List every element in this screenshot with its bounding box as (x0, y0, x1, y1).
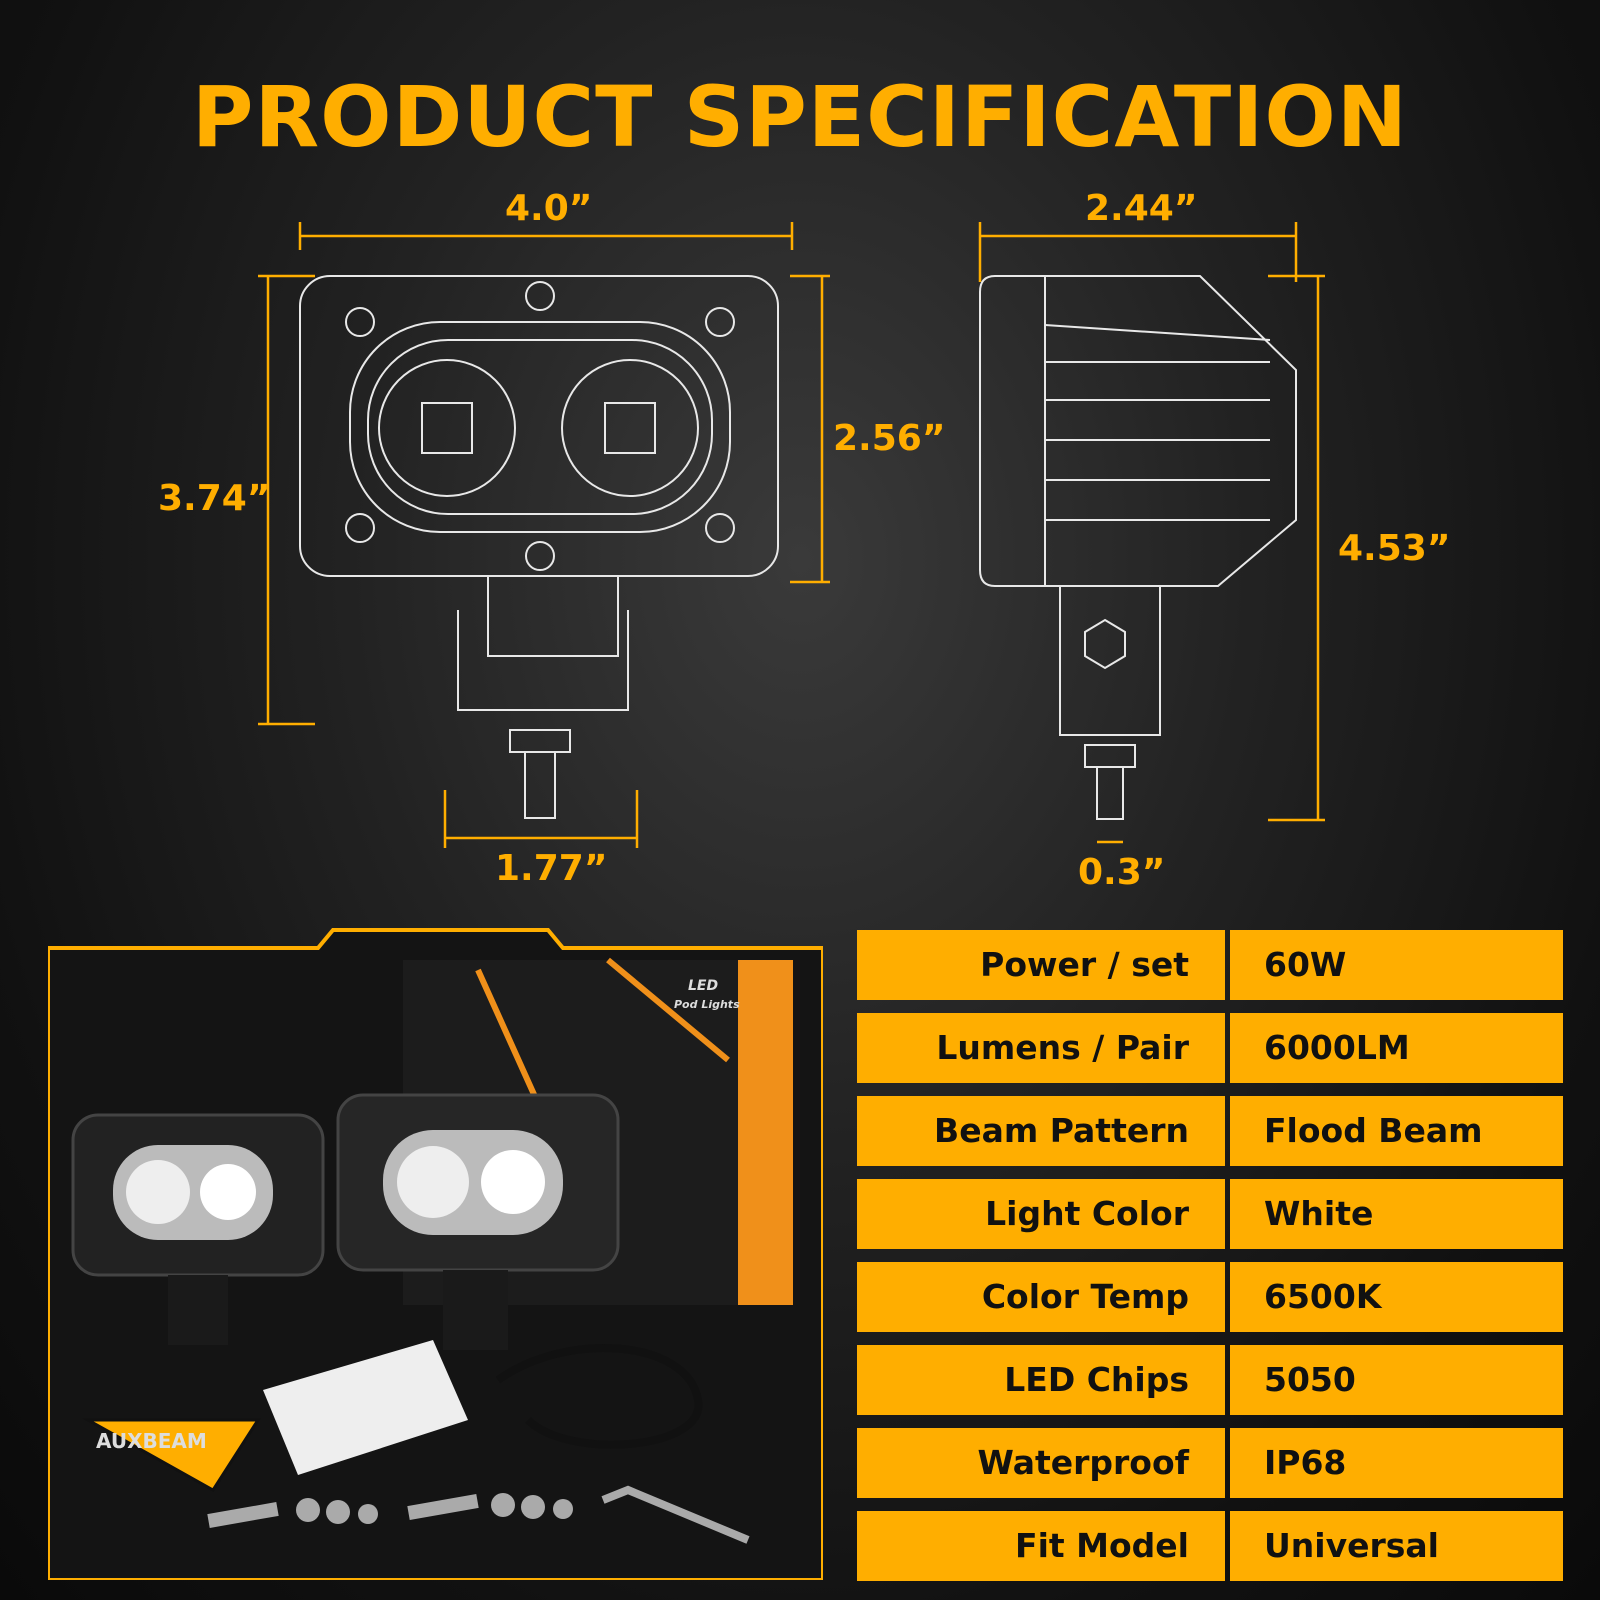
side-view-drawing (979, 275, 1297, 820)
mounting-hardware (207, 1485, 750, 1544)
dimension-side-height-total: 4.53” (1338, 528, 1451, 569)
dimension-bracket-width: 1.77” (495, 848, 608, 889)
dimension-bolt-diameter: 0.3” (1078, 852, 1166, 893)
dimension-drawings (258, 222, 1325, 848)
brand-logo-text: AUXBEAM (96, 1429, 207, 1453)
box-title: LED (688, 978, 718, 994)
dimension-side-depth: 2.44” (1085, 188, 1198, 229)
dimension-lines (258, 222, 1325, 848)
dimension-front-width: 4.0” (505, 188, 593, 229)
dimension-front-body-height: 2.56” (833, 418, 946, 459)
dimension-front-height-total: 3.74” (158, 478, 271, 519)
box-subtitle: Pod Lights (674, 998, 740, 1011)
light-right (336, 1093, 620, 1350)
product-package-photo: LED Pod Lights AUXBEAM (48, 928, 823, 1580)
light-left (71, 1113, 325, 1345)
wiring-harness (495, 1344, 703, 1449)
manual-sheet (263, 1340, 468, 1475)
page-title: PRODUCT SPECIFICATION (191, 68, 1409, 166)
auxbeam-logo (82, 1418, 261, 1492)
front-view-drawing (299, 275, 779, 819)
